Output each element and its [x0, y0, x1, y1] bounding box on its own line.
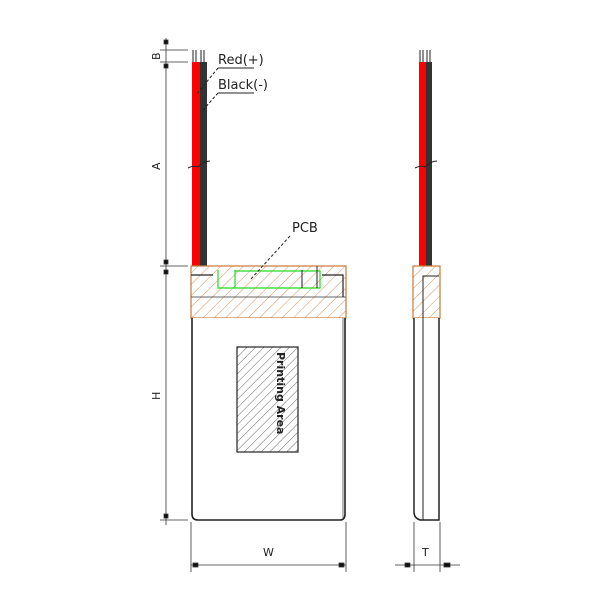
- wire-ends: [192, 50, 205, 62]
- dim-t: T: [421, 546, 429, 559]
- dim-a: A: [150, 162, 163, 170]
- height-dimensions: [160, 38, 188, 525]
- front-view: Printing Area: [187, 50, 347, 521]
- pcb-block: [190, 265, 347, 319]
- dim-b: B: [150, 52, 163, 60]
- printing-area: [236, 346, 299, 453]
- side-body: [413, 318, 440, 521]
- red-wire: [192, 62, 200, 266]
- thickness-dimension: [395, 522, 460, 572]
- dim-w: W: [263, 546, 274, 559]
- callouts: Red(+) Black(-) PCB: [195, 53, 318, 281]
- dim-h: H: [150, 392, 163, 400]
- pcb-label: PCB: [292, 221, 318, 236]
- black-wire-label: Black(-): [218, 78, 268, 93]
- black-wire: [200, 62, 207, 266]
- side-view: [412, 50, 441, 521]
- side-red-wire: [419, 62, 426, 266]
- pcb-outline: [217, 270, 321, 289]
- red-wire-label: Red(+): [218, 53, 264, 68]
- width-dimension: [190, 522, 347, 572]
- break-mark: [187, 160, 211, 169]
- side-pcb-block: [412, 265, 441, 319]
- printing-area-label: Printing Area: [274, 352, 287, 434]
